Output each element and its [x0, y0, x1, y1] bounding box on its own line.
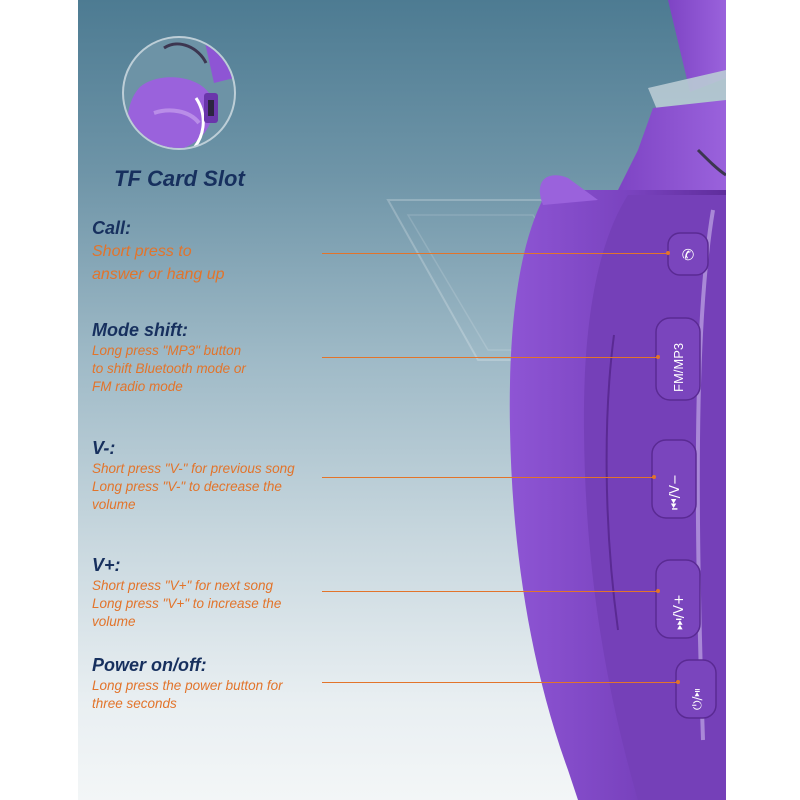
feature-volume-down: V-: Short press "V-" for previous song L… [92, 438, 295, 514]
callout-line-vminus [322, 477, 654, 478]
callout-line-mode [322, 357, 658, 358]
callout-line-vplus [322, 591, 658, 592]
product-infographic: ✆ FM/MP3 ⏮/V− ⏭/V+ ⏻/⏯ TF Card Slot Call… [78, 0, 726, 800]
cable [696, 148, 726, 177]
headband [668, 0, 726, 92]
volume-down-button[interactable] [651, 439, 697, 519]
headband-slider [648, 70, 726, 112]
phone-icon: ✆ [682, 246, 695, 264]
callout-dot-vminus [652, 475, 656, 479]
feature-volume-up: V+: Short press "V+" for next song Long … [92, 555, 281, 631]
mode-button[interactable] [655, 317, 701, 401]
power-button-label: ⏻/⏯ [690, 688, 704, 710]
feature-mode-shift: Mode shift: Long press "MP3" button to s… [92, 320, 246, 396]
callout-line-power [322, 682, 678, 683]
feature-power: Power on/off: Long press the power butto… [92, 655, 283, 713]
volume-down-label: ⏮/V− [668, 474, 683, 510]
callout-dot-power [676, 680, 680, 684]
feature-call: Call: Short press to answer or hang up [92, 218, 225, 286]
panel-groove [605, 334, 619, 631]
tf-card-slot-title: TF Card Slot [114, 166, 245, 191]
feature-volume-down-description: Short press "V-" for previous song Long … [92, 461, 295, 512]
callout-dot-call [666, 251, 670, 255]
feature-call-description: Short press to answer or hang up [92, 243, 225, 283]
volume-up-label: ⏭/V+ [672, 594, 687, 630]
feature-mode-shift-heading: Mode shift: [92, 320, 188, 340]
tf-card-slot-closeup [122, 36, 236, 150]
callout-line-call [322, 253, 668, 254]
mode-button-label: FM/MP3 [671, 343, 686, 392]
headphone-earcup-illustration: ✆ FM/MP3 ⏮/V− ⏭/V+ ⏻/⏯ [509, 0, 726, 800]
feature-power-description: Long press the power button for three se… [92, 678, 283, 711]
yoke [618, 100, 726, 190]
callout-dot-mode [656, 355, 660, 359]
feature-volume-down-heading: V-: [92, 438, 116, 458]
feature-power-heading: Power on/off: [92, 655, 207, 675]
feature-call-heading: Call: [92, 218, 132, 238]
cat-ear [539, 175, 598, 205]
feature-volume-up-heading: V+: [92, 555, 121, 575]
power-button[interactable] [675, 659, 717, 719]
feature-volume-up-description: Short press "V+" for next song Long pres… [92, 578, 282, 629]
volume-up-button[interactable] [655, 559, 701, 639]
callout-dot-vplus [656, 589, 660, 593]
feature-mode-shift-description: Long press "MP3" button to shift Bluetoo… [92, 343, 246, 394]
